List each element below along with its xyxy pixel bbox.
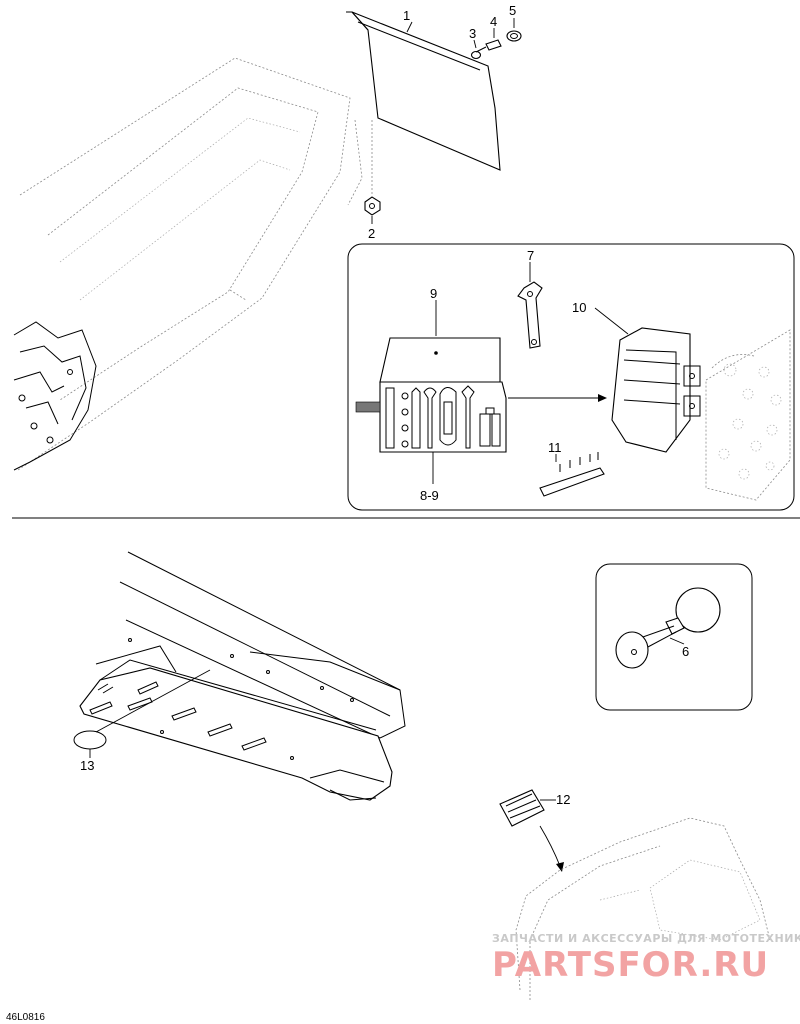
part-9-tool-bag bbox=[355, 300, 507, 484]
part-13-plug bbox=[73, 669, 211, 758]
part-4-bolt bbox=[475, 28, 502, 53]
callout-2: 2 bbox=[368, 226, 375, 241]
part-10-tool-holder bbox=[594, 307, 701, 453]
insert-arrow-12 bbox=[539, 825, 564, 872]
part-3-washer bbox=[470, 39, 482, 60]
install-arrow bbox=[508, 394, 607, 402]
callout-13: 13 bbox=[80, 758, 94, 773]
watermark-tagline: ЗАПЧАСТИ И АКСЕССУАРЫ ДЛЯ МОТОТЕХНИКИ bbox=[492, 932, 800, 945]
drawing-code: 46L0816 bbox=[6, 1012, 45, 1023]
part-7-wrench bbox=[517, 262, 543, 349]
part-5-grommet bbox=[506, 18, 522, 42]
watermark-logo: PARTSFOR.RU bbox=[492, 945, 769, 985]
callout-7: 7 bbox=[527, 248, 534, 263]
tool-set bbox=[385, 385, 501, 449]
horn-inset bbox=[595, 563, 753, 711]
callout-11: 11 bbox=[548, 440, 562, 455]
part-1-snow-flap bbox=[346, 11, 501, 171]
part-11-clip bbox=[539, 452, 605, 497]
callout-5: 5 bbox=[509, 3, 516, 18]
part-12-reflector bbox=[499, 789, 556, 827]
part-6-horn bbox=[615, 587, 721, 669]
rear-bumper-structure bbox=[13, 321, 97, 471]
tool-kit-inset bbox=[347, 243, 795, 511]
vent-slots bbox=[89, 681, 267, 751]
callout-4: 4 bbox=[490, 14, 497, 29]
hood-panel bbox=[515, 817, 771, 1000]
callout-3: 3 bbox=[469, 26, 476, 41]
callout-10: 10 bbox=[572, 300, 586, 315]
tunnel-underside bbox=[79, 551, 406, 801]
callout-6: 6 bbox=[682, 644, 689, 659]
part-2-nut bbox=[364, 120, 381, 224]
mounting-plate bbox=[705, 329, 791, 501]
tunnel-outline bbox=[13, 57, 363, 471]
callout-9: 9 bbox=[430, 286, 437, 301]
callout-8-9: 8-9 bbox=[420, 488, 439, 503]
callout-12: 12 bbox=[556, 792, 570, 807]
callout-1: 1 bbox=[403, 8, 410, 23]
